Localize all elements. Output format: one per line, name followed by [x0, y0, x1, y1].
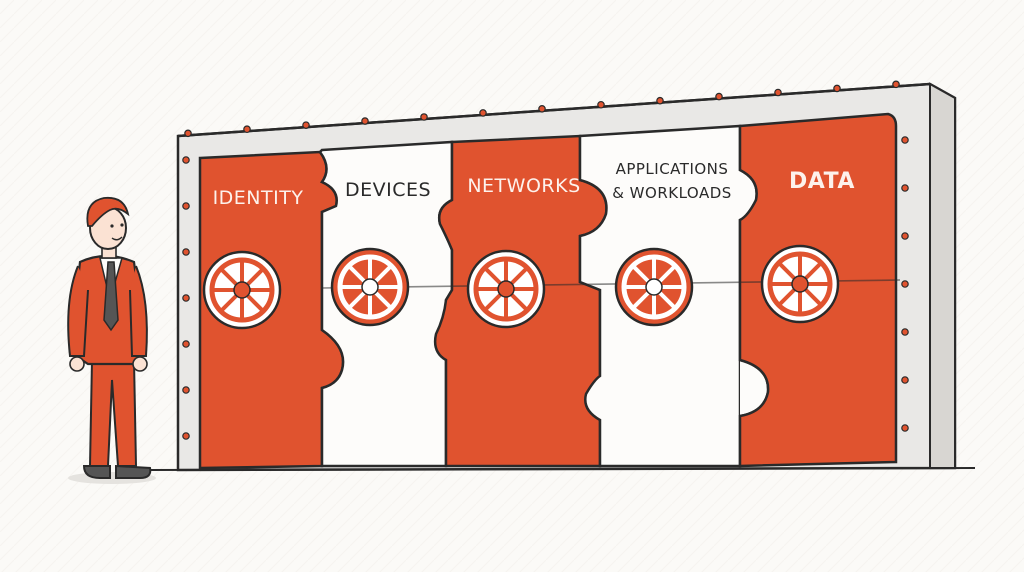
- pillar-networks-label: NETWORKS: [467, 175, 580, 197]
- valve-wheel-icon: [202, 250, 282, 330]
- pillar-applications-label-line1: APPLICATIONS: [616, 160, 729, 178]
- rivet-icon: [302, 121, 310, 129]
- rivet-icon: [901, 136, 909, 144]
- rivet-icon: [901, 424, 909, 432]
- pillar-devices-label: DEVICES: [345, 179, 431, 201]
- rivet-icon: [538, 105, 546, 113]
- valve-wheel-icon: [466, 249, 546, 329]
- valve-wheels: [202, 244, 840, 330]
- rivet-icon: [184, 129, 192, 138]
- rivet-icon: [656, 96, 664, 105]
- rivet-icon: [182, 340, 190, 348]
- rivet-icon: [901, 232, 909, 240]
- rivet-icons: [182, 80, 909, 440]
- rivet-icon: [182, 202, 190, 210]
- pillar-applications-label-line2: & WORKLOADS: [612, 184, 732, 202]
- rivet-icon: [182, 386, 190, 394]
- rivet-icon: [597, 100, 605, 109]
- rivet-icon: [420, 113, 428, 121]
- rivet-icon: [182, 156, 190, 164]
- rivet-icon: [182, 248, 190, 256]
- rivet-icon: [182, 432, 190, 440]
- rivet-icon: [901, 328, 909, 336]
- rivet-icon: [774, 88, 782, 97]
- valve-wheel-icon: [760, 244, 840, 324]
- man-figure: [67, 196, 156, 484]
- pillar-identity-label: IDENTITY: [213, 187, 304, 209]
- rivet-icon: [901, 184, 909, 192]
- rivet-icon: [479, 109, 487, 117]
- rivet-icon: [182, 294, 190, 302]
- rivet-icon: [901, 280, 909, 288]
- valve-wheel-icon: [614, 247, 694, 327]
- rivet-icon: [892, 80, 900, 89]
- rivet-icon: [715, 92, 723, 101]
- rivet-icon: [833, 84, 841, 93]
- rivet-icon: [361, 117, 369, 125]
- rivet-icon: [243, 125, 251, 134]
- rivet-icon: [901, 376, 909, 384]
- valve-wheel-icon: [330, 247, 410, 327]
- pillar-data-label: DATA: [789, 169, 855, 194]
